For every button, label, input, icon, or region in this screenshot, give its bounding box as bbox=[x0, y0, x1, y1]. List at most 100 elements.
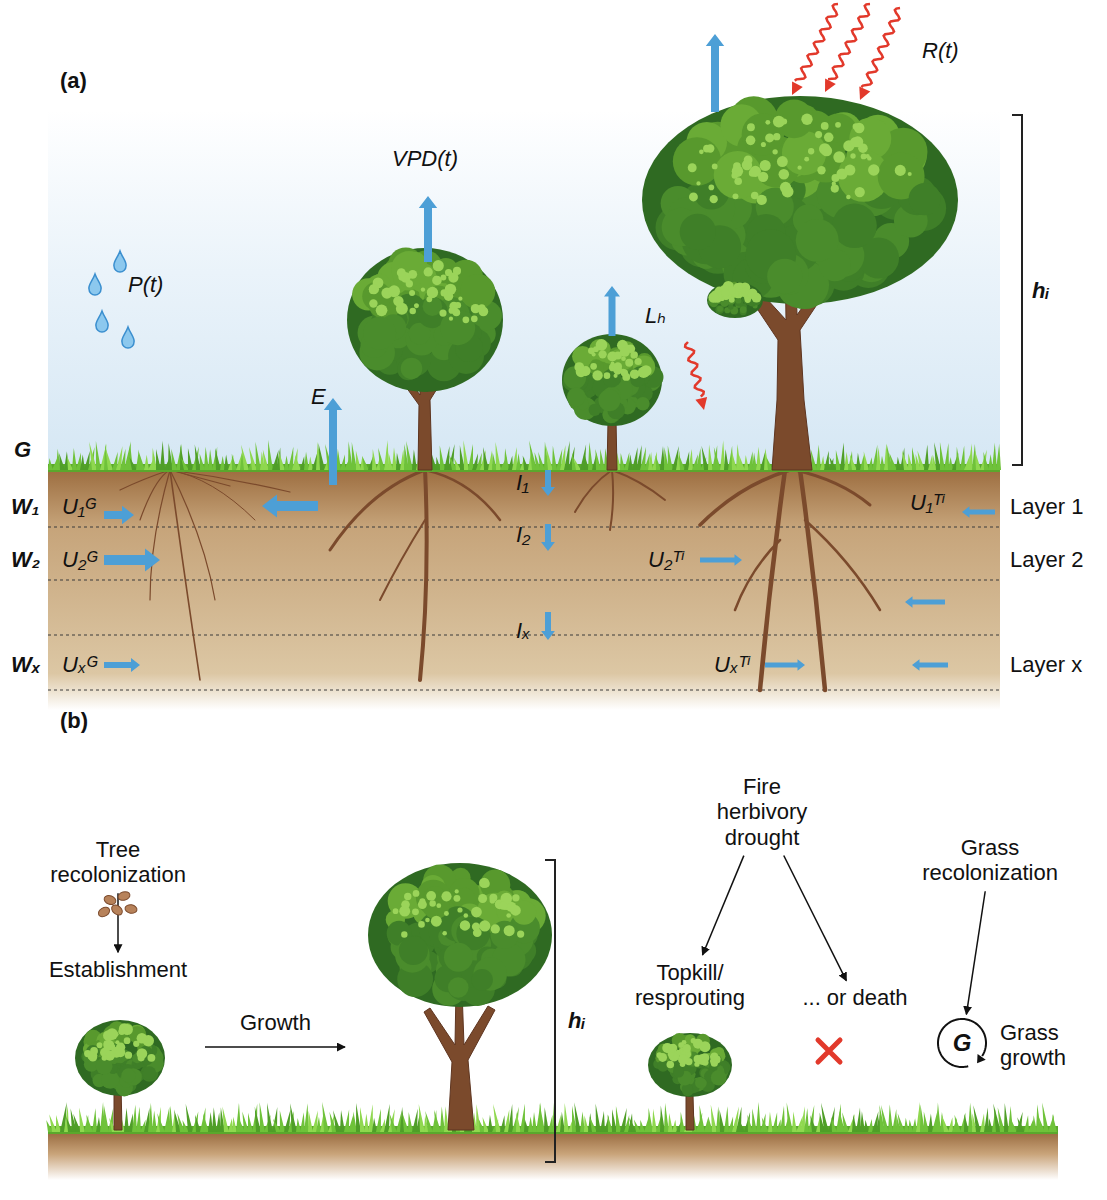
leaf-highlight bbox=[453, 267, 461, 275]
grass-blade bbox=[156, 449, 161, 470]
grass-blade bbox=[152, 1111, 157, 1132]
leaf-highlight bbox=[804, 157, 809, 162]
grass-blade bbox=[973, 1105, 981, 1132]
tree-canopy bbox=[368, 863, 552, 1007]
leaf-highlight bbox=[821, 145, 832, 156]
grass-blade bbox=[425, 1111, 433, 1132]
leaf-highlight bbox=[499, 902, 507, 910]
grass-blade bbox=[787, 1103, 793, 1132]
leaf-highlight bbox=[491, 924, 500, 933]
grass-blade bbox=[444, 446, 450, 470]
leaf-highlight bbox=[427, 287, 438, 298]
grass-blade bbox=[232, 454, 237, 470]
tree-root bbox=[170, 470, 255, 520]
leaf-highlight bbox=[815, 131, 822, 138]
radiation-head bbox=[792, 82, 803, 95]
node-text: G bbox=[953, 1029, 972, 1057]
leaf-highlight bbox=[760, 160, 771, 171]
grass-blade bbox=[780, 1106, 785, 1132]
water-flux-arrow bbox=[104, 506, 134, 524]
grass-blade bbox=[652, 1109, 657, 1132]
leaf-highlight bbox=[855, 187, 865, 197]
leaf-highlight bbox=[850, 137, 860, 147]
grass-blade bbox=[708, 444, 713, 470]
grass-blade bbox=[772, 1112, 777, 1132]
leaf-highlight bbox=[414, 303, 419, 308]
canopy-base bbox=[75, 1020, 165, 1096]
grass-blade bbox=[711, 1105, 717, 1132]
leaf-cluster bbox=[909, 183, 941, 215]
leaf-cluster bbox=[767, 259, 802, 294]
leaf-highlight bbox=[464, 913, 469, 918]
leaf-highlight bbox=[369, 284, 379, 294]
water-flux-arrow bbox=[324, 398, 342, 485]
leaf-highlight bbox=[441, 289, 448, 296]
grass-blade bbox=[748, 451, 753, 470]
grass-blade bbox=[924, 444, 929, 470]
grass-blade bbox=[419, 1104, 425, 1132]
grass-blade bbox=[157, 1113, 165, 1132]
leaf-highlight bbox=[640, 365, 651, 376]
tree-root bbox=[150, 470, 170, 600]
grass-blade bbox=[821, 1103, 829, 1132]
grass-blade bbox=[340, 1110, 345, 1132]
grass-blade bbox=[48, 458, 53, 470]
infiltration-label: I₁ bbox=[516, 470, 529, 495]
growth-arrow bbox=[205, 1046, 345, 1048]
grass-blade bbox=[955, 1115, 961, 1132]
grass-blade bbox=[762, 1117, 769, 1132]
leaf-cluster bbox=[121, 1068, 135, 1082]
leaf-highlight bbox=[439, 309, 446, 316]
leaf-highlight bbox=[455, 889, 459, 893]
grass-blade bbox=[680, 1112, 685, 1132]
state-label: Wₓ bbox=[11, 652, 40, 677]
grass-blade bbox=[248, 1113, 253, 1132]
leaf-highlight bbox=[137, 1033, 148, 1044]
water-flux-arrow bbox=[905, 596, 945, 608]
grass-blade bbox=[852, 1114, 857, 1132]
leaf-highlight bbox=[103, 1040, 114, 1051]
tree-root bbox=[760, 470, 785, 690]
tree-root bbox=[805, 520, 880, 610]
leaf-highlight bbox=[657, 1052, 663, 1058]
leaf-highlight bbox=[114, 1032, 119, 1037]
leaf-highlight bbox=[436, 903, 441, 908]
grass-blade bbox=[944, 443, 949, 470]
grass-blade bbox=[640, 1120, 645, 1132]
canopy-base bbox=[347, 248, 503, 392]
grass-blade bbox=[752, 1109, 757, 1132]
grass-blade bbox=[255, 442, 261, 470]
grass-blade bbox=[138, 449, 145, 470]
leaf-highlight bbox=[702, 1059, 709, 1066]
grass-blade bbox=[968, 443, 973, 470]
grass-blade bbox=[720, 440, 725, 470]
leaf-highlight bbox=[758, 172, 768, 182]
raindrop bbox=[96, 311, 108, 332]
leaf-highlight bbox=[761, 142, 766, 147]
leaf-highlight bbox=[483, 881, 490, 888]
leaf-highlight bbox=[614, 362, 622, 370]
grass-blade bbox=[67, 456, 73, 470]
grass-blade bbox=[390, 1114, 397, 1132]
leaf-highlight bbox=[479, 920, 490, 931]
grass-blade bbox=[656, 455, 661, 470]
grass-blade bbox=[912, 1118, 917, 1132]
leaf-highlight bbox=[116, 1048, 126, 1058]
grass-blade bbox=[864, 1120, 869, 1132]
grass-blade bbox=[89, 442, 97, 470]
node-text: Tree recolonization bbox=[40, 837, 196, 888]
leaf-highlight bbox=[479, 878, 489, 888]
leaf-highlight bbox=[712, 164, 718, 170]
grass-blade bbox=[996, 444, 1001, 470]
grass-blade bbox=[171, 449, 177, 470]
water-flux-arrow bbox=[104, 549, 160, 572]
leaf-highlight bbox=[708, 292, 719, 303]
leaf-highlight bbox=[745, 297, 751, 303]
grass-blade bbox=[520, 1104, 525, 1132]
leaf-highlight bbox=[471, 907, 482, 918]
cycle-head bbox=[977, 1054, 986, 1063]
grass-blade bbox=[810, 1115, 817, 1132]
tree-root bbox=[700, 470, 790, 525]
grass-blade bbox=[362, 456, 369, 470]
